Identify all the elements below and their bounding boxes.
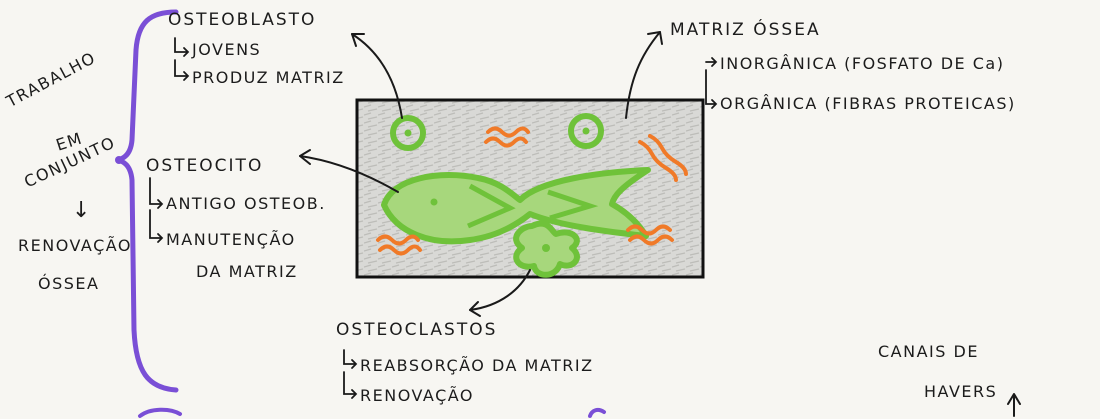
osteoblast-cell-left xyxy=(390,115,426,151)
left-renovacao: RENOVAÇÃO xyxy=(18,236,133,255)
osteoclastos-title: OSTEOCLASTOS xyxy=(336,320,498,340)
osteoclastos-item-1: REABSORÇÃO DA MATRIZ xyxy=(360,356,594,375)
matriz-title: MATRIZ ÓSSEA xyxy=(670,20,821,40)
canais-line-2: HAVERS xyxy=(924,382,998,401)
arrow-canais xyxy=(1007,393,1021,417)
left-ossea: ÓSSEA xyxy=(38,274,100,293)
list-hooks xyxy=(149,37,718,399)
osteocyte-cell xyxy=(381,167,651,245)
arrow-osteocito xyxy=(299,155,399,193)
annotation-arrows xyxy=(299,31,1021,417)
canais-line-1: CANAIS DE xyxy=(878,342,979,361)
purple-fragment xyxy=(138,407,606,418)
left-down-arrow: ↓ xyxy=(72,198,93,223)
osteoblasto-title: OSTEOBLASTO xyxy=(168,10,317,30)
osteocito-title: OSTEOCITO xyxy=(146,156,264,176)
osteocito-item-3: DA MATRIZ xyxy=(196,262,298,281)
osteoclastos-item-2: RENOVAÇÃO xyxy=(360,386,475,405)
osteoclast-cell xyxy=(513,220,580,278)
osteocito-item-1: ANTIGO OSTEOB. xyxy=(166,194,326,213)
arrow-osteoblasto xyxy=(351,33,403,119)
osteocito-item-2: MANUTENÇÃO xyxy=(166,230,296,249)
collagen-fibers xyxy=(376,126,688,256)
osteoblasto-item-1: JOVENS xyxy=(192,40,262,59)
arrow-matriz xyxy=(625,31,661,119)
osteoblast-cell-right xyxy=(568,113,604,149)
matriz-item-1: INORGÂNICA (FOSFATO DE Ca) xyxy=(720,54,1005,73)
osteoblasto-item-2: PRODUZ MATRIZ xyxy=(192,68,345,87)
bracket-node xyxy=(115,156,123,164)
arrow-osteoclastos xyxy=(469,269,531,311)
matriz-item-2: ORGÂNICA (FIBRAS PROTEICAS) xyxy=(720,94,1016,113)
